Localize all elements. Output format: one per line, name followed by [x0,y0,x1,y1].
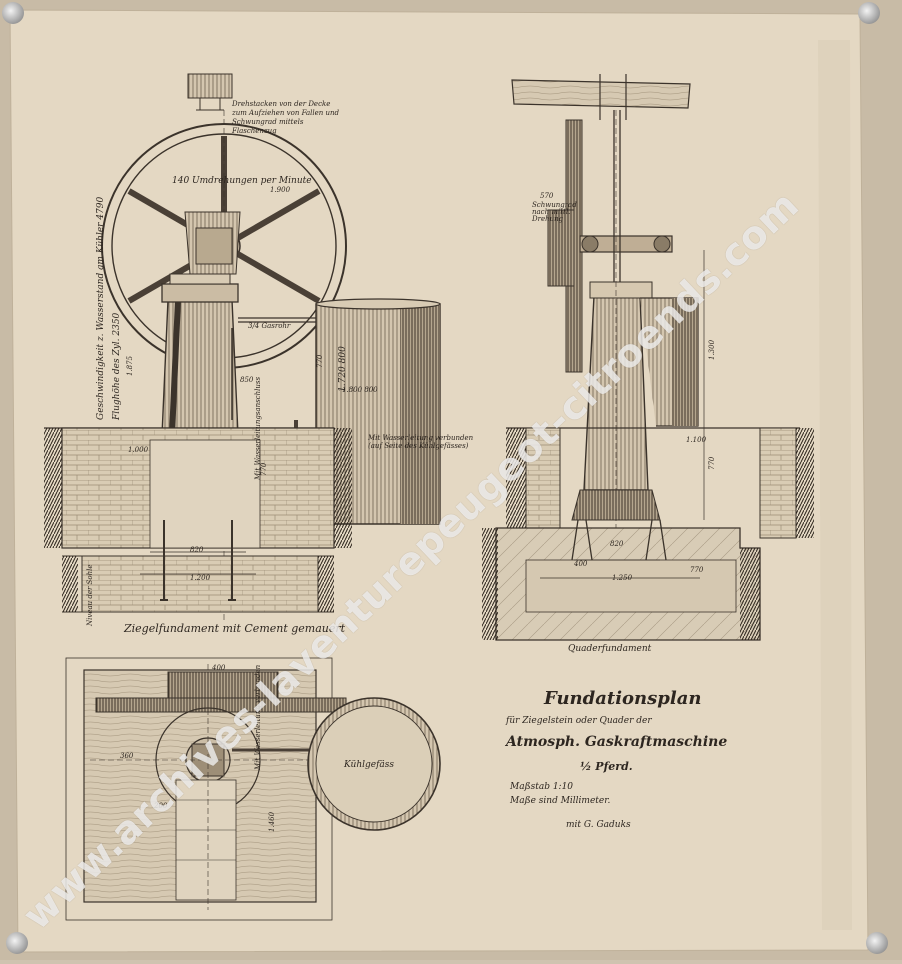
dimension-1200: 1.200 [190,574,211,582]
dimension-820: 820 [190,546,204,554]
signature: mit G. Gaduks [566,820,631,830]
right-dimension-400: 400 [574,560,588,568]
water-note: Mit Wasserleitung verbunden (auf Seite d… [368,434,474,450]
right-dimension-1300: 1.300 [708,339,716,360]
units-label: Maße sind Millimeter. [510,796,611,806]
left-vertical-label-2: Flughöhe des Zyl. 2350 [112,312,122,420]
plan-dimension-400: 400 [212,664,226,672]
right-dimension-770b: 770 [690,566,704,574]
pin-icon [866,932,888,954]
top-note: Drehstacken von der Decke zum Aufziehen … [232,100,339,135]
plan-dimension-360: 360 [120,752,134,760]
left-vertical-label-1: Geschwindigkeit z. Wasserstand am Kühler… [96,196,106,420]
drawing-subtitle: für Ziegelstein oder Quader der [506,716,652,726]
right-dimension-770: 770 [708,456,716,470]
drawing-title: Fundationsplan [544,688,702,709]
tank-dimension-3: 770 [316,354,324,368]
right-dimension-1250: 1.250 [612,574,633,582]
power-rating: ½ Pferd. [580,760,633,773]
flywheel-note: Schwungrad nach mittl. Drehung [532,201,577,223]
pin-icon [2,2,24,24]
right-dimension-1100: 1.100 [686,436,707,444]
left-vertical-label-3: 1.875 [126,355,134,376]
ground-level-label: Niveau der Sohle [86,564,94,626]
pipe-label: 3/4 Gasrohr [248,322,291,330]
dimension-850: 850 [240,376,254,384]
wheel-diameter-label: 1.900 [270,186,291,194]
dimension-770: 770 [260,462,268,476]
pin-icon [6,932,28,954]
rpm-label: 140 Umdrehungen per Minute [172,176,312,186]
pin-icon [858,2,880,24]
machine-name: Atmosph. Gaskraftmaschine [506,734,728,750]
tank-dimension-2: 1.800 800 [342,386,378,394]
right-dimension-top: 570 [540,192,554,200]
brick-foundation-label: Ziegelfundament mit Cement gemauert [124,622,346,635]
cooling-tank-label: Kühlgefäss [344,760,395,770]
plan-dimension-200: 200 [154,802,168,810]
dimension-1000: 1.000 [128,446,149,454]
scale-label: Maßstab 1:10 [510,782,574,792]
stone-foundation-label: Quaderfundament [568,644,652,654]
plan-dimension-1460: 1.460 [268,811,276,832]
right-dimension-820: 820 [610,540,624,548]
